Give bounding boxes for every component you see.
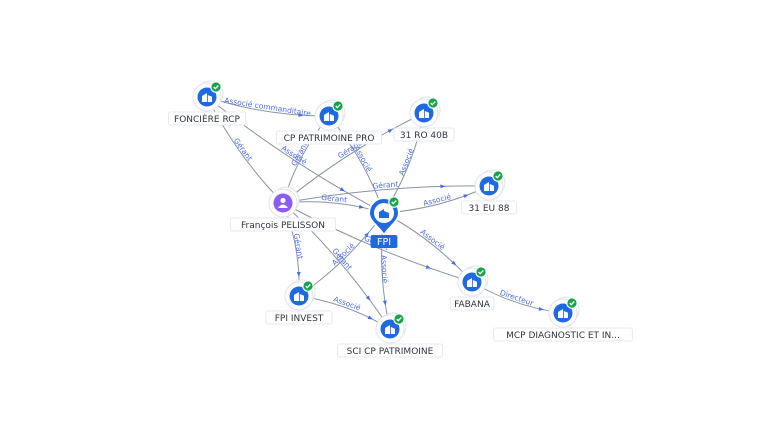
node-label: FABANA bbox=[454, 300, 491, 310]
edge-label: Gérant bbox=[232, 136, 254, 162]
edge-label: Associé bbox=[422, 192, 452, 208]
nodes-layer: FONCIÈRE RCP CP PATRIMOINE PRO 31 RO 40B 31… bbox=[167, 80, 633, 358]
node-label-bg bbox=[336, 343, 444, 358]
edge-line bbox=[383, 212, 473, 283]
building-icon bbox=[385, 325, 395, 334]
node-label-bg bbox=[229, 217, 337, 232]
edge-label: Associé bbox=[332, 294, 362, 312]
arrow-head bbox=[463, 194, 469, 199]
edge-label: Gérant bbox=[372, 179, 399, 190]
arrow-head bbox=[451, 260, 457, 266]
node-label: CP PATRIMOINE PRO bbox=[284, 134, 375, 144]
arrow-head bbox=[382, 300, 387, 306]
node-label: MCP DIAGNOSTIC ET IN... bbox=[506, 331, 620, 341]
arrow-head bbox=[365, 295, 371, 301]
node-fpi[interactable]: FPI bbox=[367, 196, 401, 248]
building-icon bbox=[558, 309, 568, 318]
node-mcp-diagnostic-et-in[interactable]: MCP DIAGNOSTIC ET IN... bbox=[493, 296, 633, 342]
person-icon bbox=[278, 197, 288, 208]
node-cp-patrimoine-pro[interactable]: CP PATRIMOINE PRO bbox=[275, 99, 383, 145]
check-badge-icon bbox=[492, 170, 504, 182]
node-label-bg bbox=[461, 200, 517, 215]
node-label: 31 RO 40B bbox=[400, 131, 448, 141]
node-label-bg bbox=[449, 296, 495, 311]
check-badge-icon bbox=[332, 100, 344, 112]
edge-label: Gérant bbox=[292, 233, 305, 260]
node-label-bg bbox=[275, 130, 383, 145]
node-label: FONCIÈRE RCP bbox=[174, 113, 241, 125]
edge-label: Directeur bbox=[499, 288, 536, 308]
arrow-head bbox=[296, 271, 301, 277]
arrow-head bbox=[440, 184, 446, 189]
node-label-bg bbox=[393, 127, 455, 142]
edge-line bbox=[206, 96, 284, 204]
building-icon bbox=[379, 209, 389, 218]
edge-label: Associé bbox=[419, 227, 447, 252]
arrow-head bbox=[364, 232, 369, 238]
node-francois-pelisson[interactable]: François PELISSON bbox=[229, 186, 337, 232]
edge-label: Associé bbox=[397, 147, 416, 177]
node-31-ro-40b[interactable]: 31 RO 40B bbox=[393, 96, 455, 142]
node-label-bg bbox=[265, 310, 333, 325]
node-label: FPI INVEST bbox=[275, 314, 324, 324]
node-label: FPI bbox=[377, 237, 391, 248]
node-label: François PELISSON bbox=[241, 221, 325, 231]
node-sci-cp-patrimoine[interactable]: SCI CP PATRIMOINE bbox=[336, 312, 444, 358]
node-label-bg bbox=[370, 235, 398, 248]
arrow-head bbox=[367, 315, 373, 320]
building-icon bbox=[294, 292, 304, 301]
node-label: SCI CP PATRIMOINE bbox=[347, 347, 434, 357]
edge-line bbox=[282, 185, 490, 204]
edge-fpi-fabana[interactable]: Associé bbox=[383, 212, 473, 283]
edge-label: Gérant bbox=[321, 193, 348, 205]
edge-line bbox=[282, 112, 425, 204]
arrow-head bbox=[298, 113, 304, 118]
node-fonciere-rcp[interactable]: FONCIÈRE RCP bbox=[167, 80, 247, 126]
building-icon bbox=[484, 182, 494, 191]
building-icon bbox=[202, 93, 212, 102]
check-badge-icon bbox=[475, 266, 487, 278]
arrow-head bbox=[538, 306, 544, 311]
arrow-head bbox=[358, 204, 365, 209]
check-badge-icon bbox=[302, 280, 314, 292]
arrow-head bbox=[387, 128, 393, 134]
edge-line bbox=[282, 202, 391, 330]
building-icon bbox=[419, 109, 429, 118]
check-badge-icon bbox=[566, 297, 578, 309]
node-31-eu-88[interactable]: 31 EU 88 bbox=[461, 169, 517, 215]
node-label-bg bbox=[493, 327, 633, 342]
edge-label: Associé bbox=[379, 255, 389, 284]
node-label: 31 EU 88 bbox=[469, 204, 510, 214]
arrow-head bbox=[425, 264, 431, 269]
node-fpi-invest[interactable]: FPI INVEST bbox=[265, 279, 333, 325]
node-label-bg bbox=[167, 111, 247, 126]
check-badge-icon bbox=[427, 97, 439, 109]
node-fabana[interactable]: FABANA bbox=[449, 265, 495, 311]
check-badge-icon bbox=[210, 81, 222, 93]
arrow-head bbox=[339, 187, 345, 192]
building-icon bbox=[467, 278, 477, 287]
building-icon bbox=[324, 112, 334, 121]
check-badge-icon bbox=[393, 313, 405, 325]
check-badge-icon bbox=[388, 196, 400, 208]
edge-pelisson-eu88[interactable]: Gérant bbox=[282, 179, 490, 204]
